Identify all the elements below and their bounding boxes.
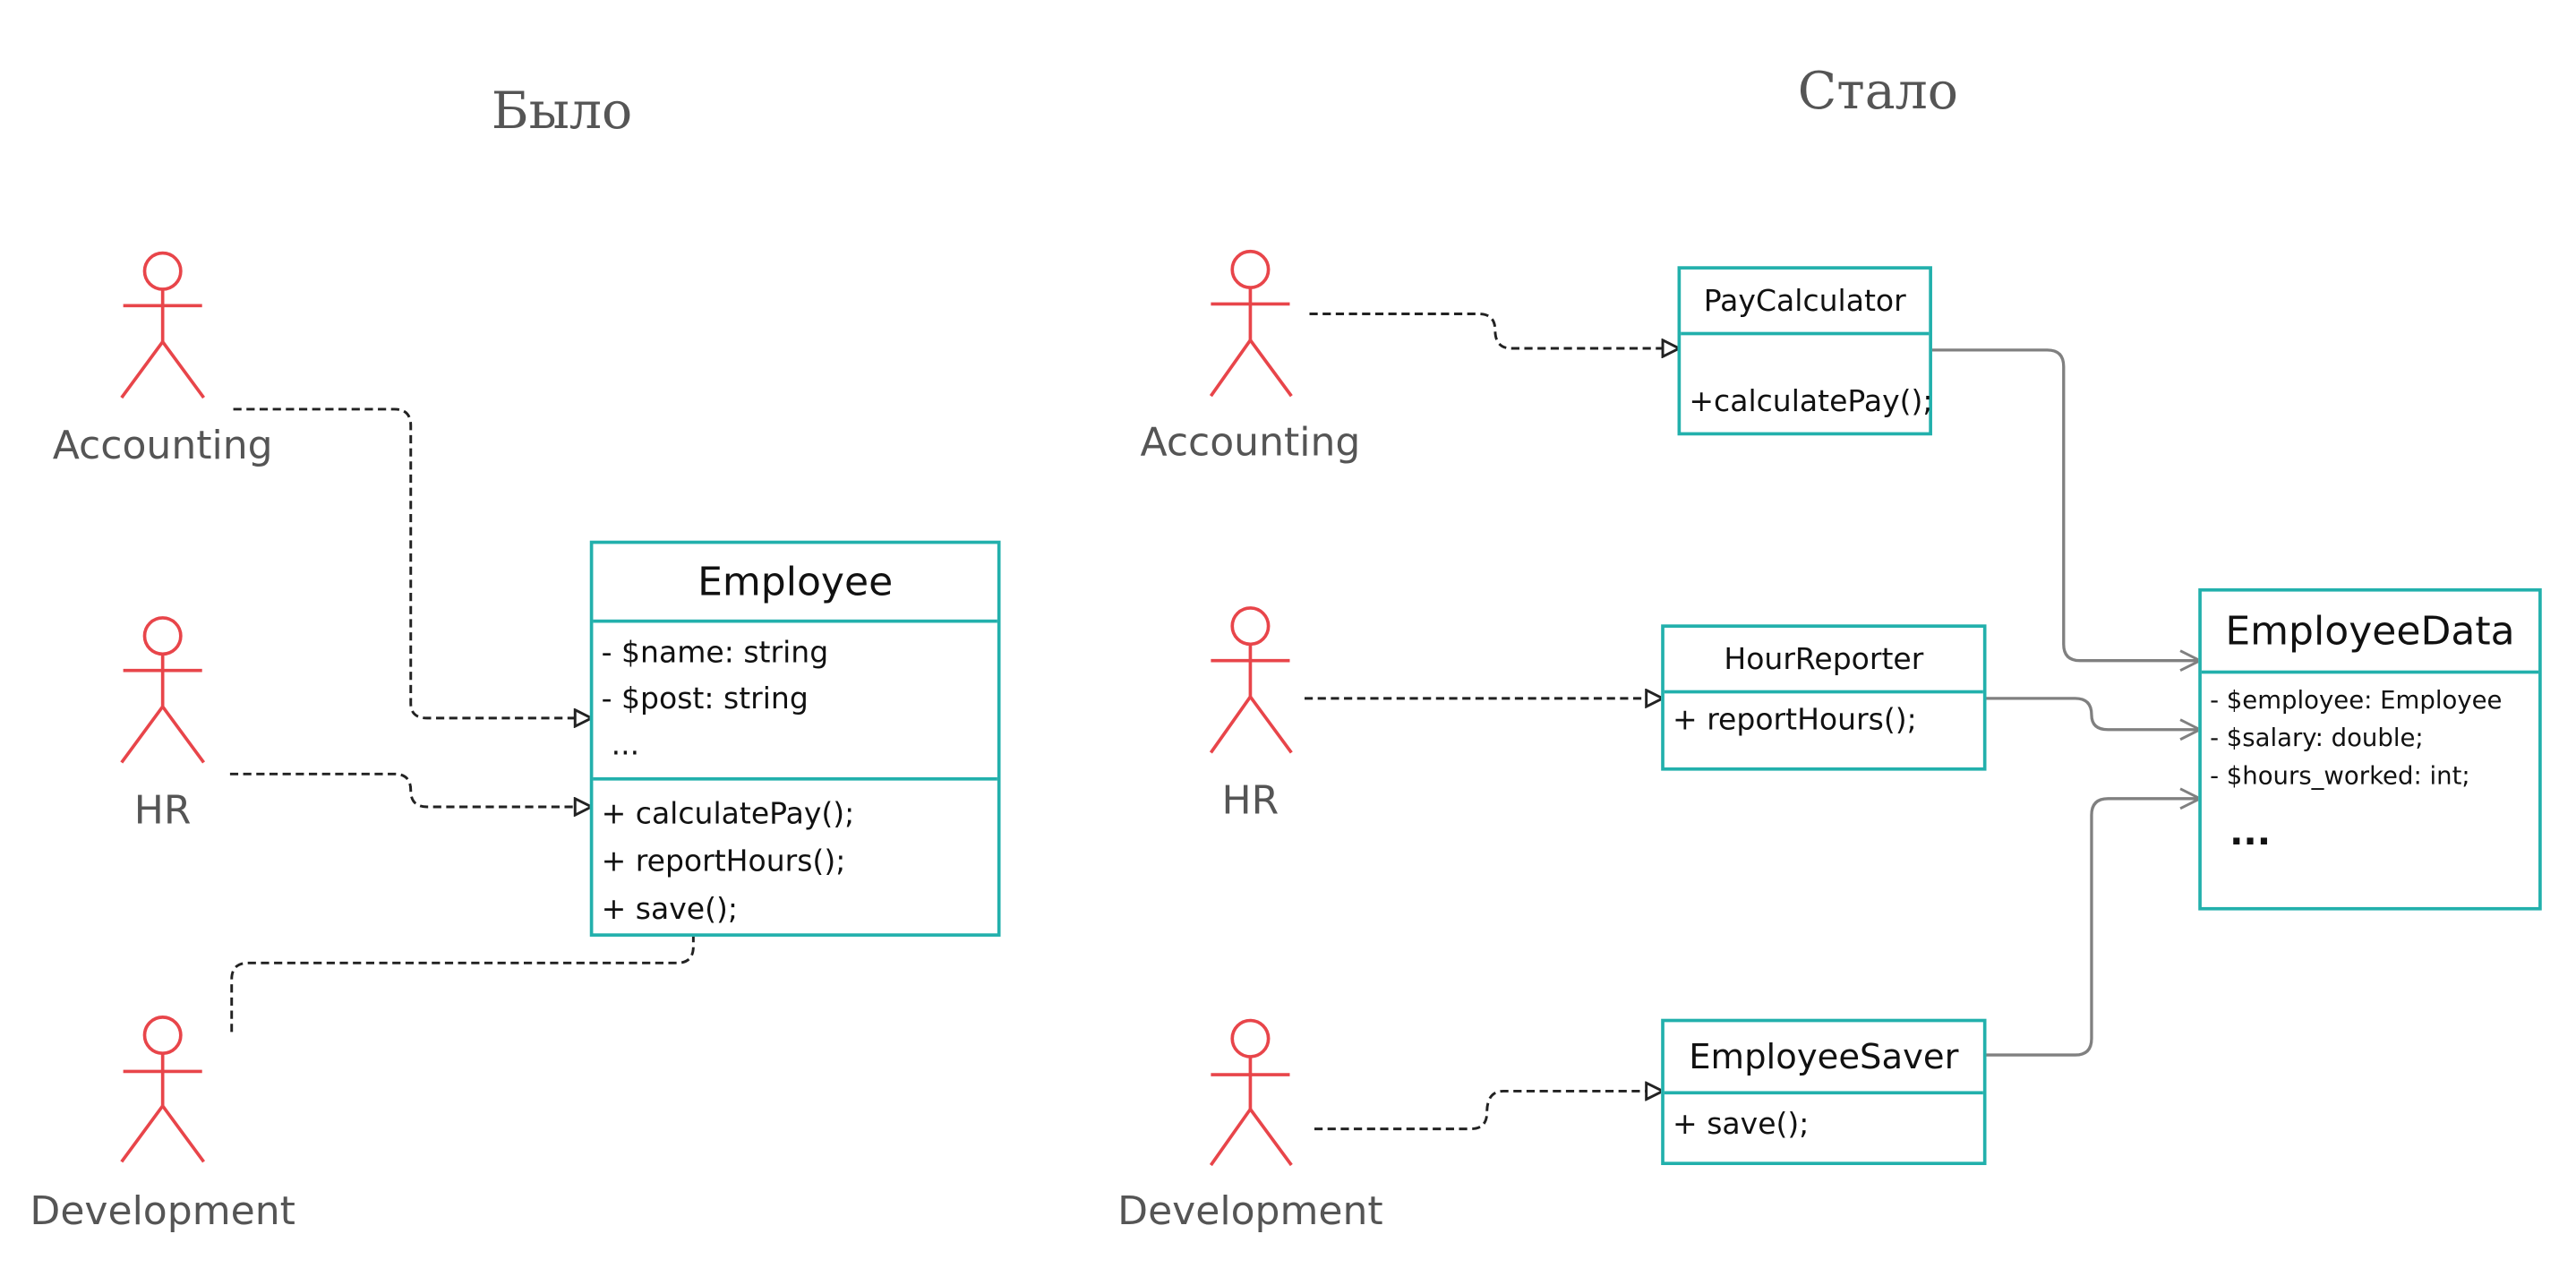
- attribute-name: - $name: string: [601, 636, 829, 671]
- method-calculate-pay: + calculatePay();: [601, 796, 855, 832]
- actor-label-hr-after: HR: [1221, 776, 1279, 824]
- class-employeedata-attributes: - $employee: Employee - $salary: double;…: [2202, 673, 2538, 853]
- actor-label-development-before: Development: [30, 1187, 295, 1235]
- attribute-ellipsis: ...: [2229, 813, 2272, 855]
- actor-development-after: [1209, 1018, 1293, 1167]
- class-employeedata: EmployeeData - $employee: Employee - $sa…: [2198, 587, 2542, 911]
- title-before: Было: [491, 81, 633, 141]
- class-employeesaver: EmployeeSaver + save();: [1661, 1018, 1987, 1166]
- association-hourreporter-to-employeedata: [1984, 697, 2200, 730]
- actor-label-accounting-before: Accounting: [52, 422, 273, 468]
- class-employee-name: Employee: [593, 544, 997, 623]
- dependency-hr-to-employee: [229, 772, 592, 807]
- method-calculate-pay: +calculatePay();: [1689, 384, 1933, 419]
- class-employee-attributes: - $name: string - $post: string ...: [593, 622, 997, 781]
- dependency-development-to-employeesaver: [1314, 1091, 1663, 1131]
- actor-accounting-after: [1209, 249, 1293, 398]
- class-paycalculator-name: PayCalculator: [1681, 270, 1930, 336]
- class-employeedata-name: EmployeeData: [2201, 592, 2539, 674]
- class-paycalculator-methods: +calculatePay();: [1681, 335, 1933, 419]
- class-paycalculator: PayCalculator +calculatePay();: [1677, 266, 1933, 436]
- class-employeesaver-methods: + save();: [1665, 1094, 1983, 1143]
- actor-label-accounting-after: Accounting: [1140, 418, 1361, 466]
- actor-development-before: [120, 1016, 206, 1163]
- method-report-hours: + reportHours();: [601, 844, 846, 879]
- association-paycalculator-to-employeedata: [1930, 348, 2200, 661]
- attribute-ellipsis: ...: [611, 727, 640, 763]
- dependency-development-to-employee: [230, 889, 694, 1033]
- class-hourreporter-methods: + reportHours();: [1665, 693, 1983, 738]
- attribute-employee: - $employee: Employee: [2210, 685, 2503, 716]
- actor-label-hr-before: HR: [133, 786, 192, 834]
- class-hourreporter: HourReporter + reportHours();: [1661, 624, 1987, 771]
- attribute-hours-worked: - $hours_worked: int;: [2210, 760, 2470, 791]
- actor-accounting-before: [120, 251, 206, 399]
- method-save: + save();: [601, 892, 739, 927]
- class-employeesaver-name: EmployeeSaver: [1664, 1022, 1983, 1095]
- title-after: Стало: [1797, 62, 1959, 122]
- association-employeesaver-to-employeedata: [1984, 799, 2200, 1057]
- dependency-accounting-to-paycalculator: [1309, 313, 1679, 348]
- actor-hr-after: [1209, 606, 1293, 754]
- class-hourreporter-name: HourReporter: [1664, 628, 1983, 694]
- attribute-salary: - $salary: double;: [2210, 723, 2424, 753]
- attribute-post: - $post: string: [601, 681, 809, 717]
- method-report-hours: + reportHours();: [1673, 703, 1917, 738]
- class-employee: Employee - $name: string - $post: string…: [589, 540, 1001, 937]
- actor-label-development-after: Development: [1117, 1187, 1383, 1235]
- actor-hr-before: [120, 616, 206, 764]
- method-save: + save();: [1673, 1107, 1810, 1143]
- class-employee-methods: + calculatePay(); + reportHours(); + sav…: [593, 781, 997, 934]
